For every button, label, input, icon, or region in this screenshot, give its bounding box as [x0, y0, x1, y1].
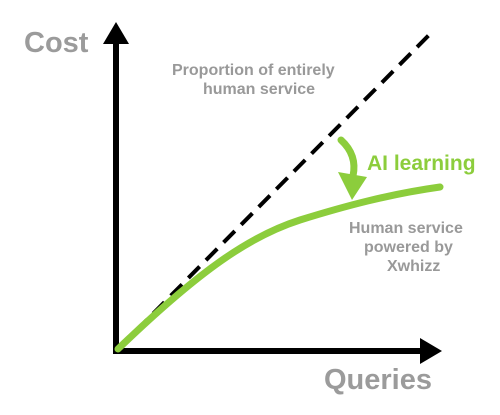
curve-caption-1: Human service: [349, 220, 463, 237]
curved-arrow-head: [338, 172, 367, 200]
dashed-line-caption-1: Proportion of entirely: [172, 62, 335, 79]
y-axis-label: Cost: [24, 27, 89, 59]
y-axis-arrowhead-icon: [103, 22, 129, 44]
dashed-line-caption-2: human service: [203, 81, 315, 98]
human-service-xwhizz-curve: [114, 183, 444, 353]
curved-arrow-down-icon: [337, 136, 358, 180]
x-axis-arrowhead-icon: [420, 338, 442, 364]
curve-caption-2: powered by: [364, 239, 453, 256]
x-axis-label: Queries: [324, 364, 432, 396]
ai-learning-label: AI learning: [367, 152, 476, 175]
curve-caption-3: Xwhizz: [387, 258, 440, 275]
